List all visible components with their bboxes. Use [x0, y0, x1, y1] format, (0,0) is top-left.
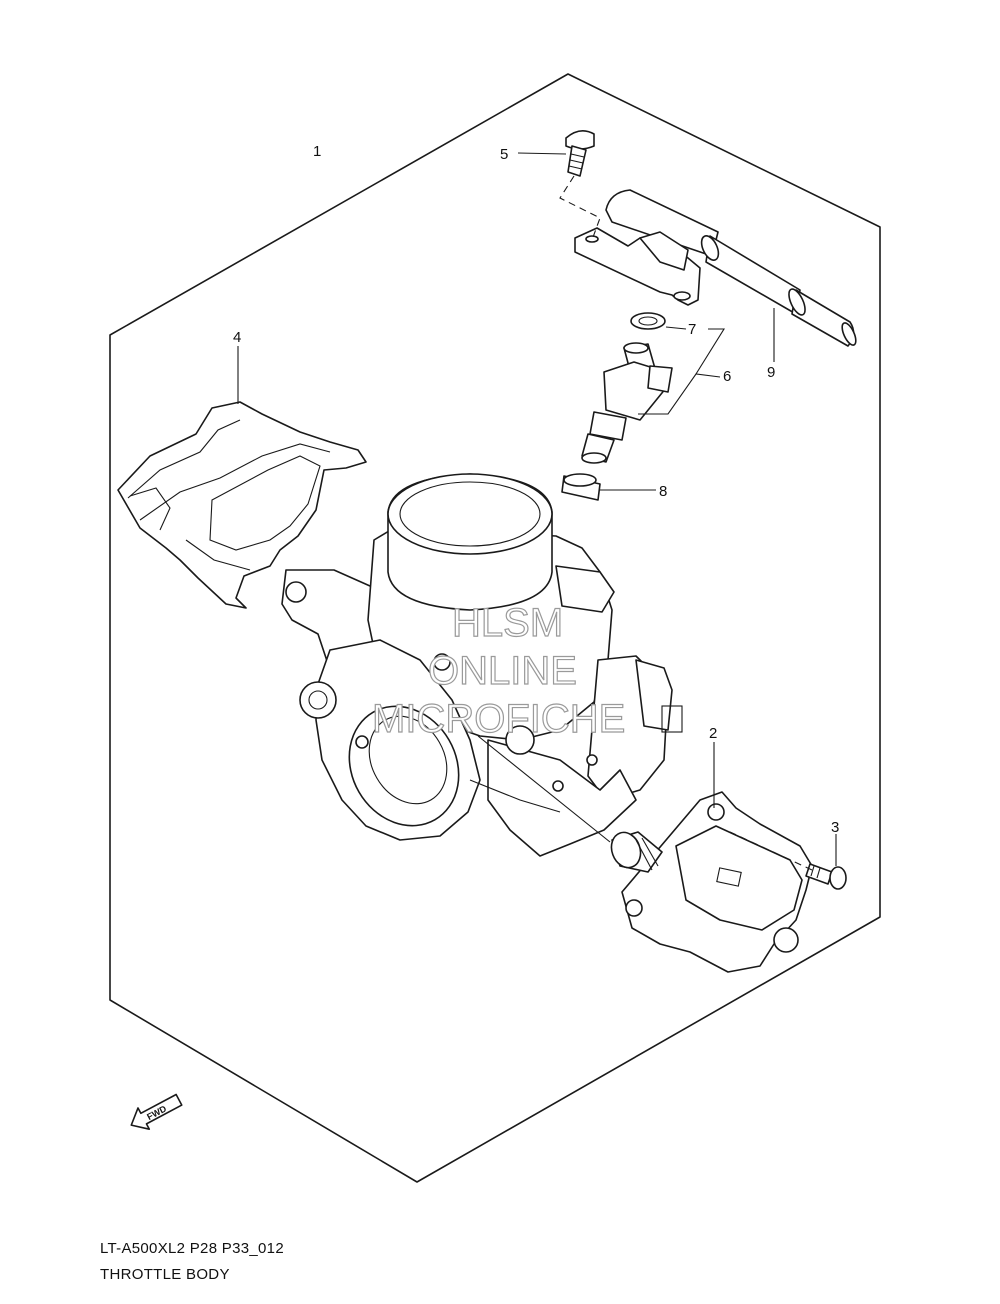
- svg-text:HLSM: HLSM: [452, 601, 563, 645]
- protector-bracket-part-4: [117, 401, 367, 609]
- isc-valve-part-2: [610, 791, 813, 973]
- assembly-boundary: [109, 73, 881, 1183]
- screw-part-5: [565, 130, 595, 177]
- o-ring-part-7: [630, 312, 666, 330]
- callout-8: 8: [659, 483, 667, 500]
- svg-text:MICROFICHE: MICROFICHE: [372, 697, 625, 741]
- diagram-code: LT-A500XL2 P28 P33_012: [100, 1240, 284, 1257]
- callout-5: 5: [500, 146, 508, 163]
- callout-2: 2: [709, 725, 717, 742]
- callout-4: 4: [233, 329, 241, 346]
- callout-1: 1: [313, 143, 321, 160]
- cushion-part-8: [561, 473, 601, 501]
- fuel-delivery-pipe-part: [574, 189, 857, 347]
- callout-7: 7: [688, 321, 696, 338]
- fuel-injector-part-6: [581, 342, 673, 464]
- diagram-title: THROTTLE BODY: [100, 1266, 230, 1283]
- watermark: HLSM ONLINE MICROFICHE: [371, 600, 626, 741]
- throttle-body-part: [281, 473, 683, 857]
- svg-text:ONLINE: ONLINE: [428, 649, 577, 693]
- fwd-arrow-icon: FWD: [130, 1093, 183, 1130]
- leader-lines: [237, 152, 837, 866]
- screw-part-3: [805, 863, 847, 890]
- callout-9: 9: [767, 364, 775, 381]
- callout-6: 6: [723, 368, 731, 385]
- callout-3: 3: [831, 819, 839, 836]
